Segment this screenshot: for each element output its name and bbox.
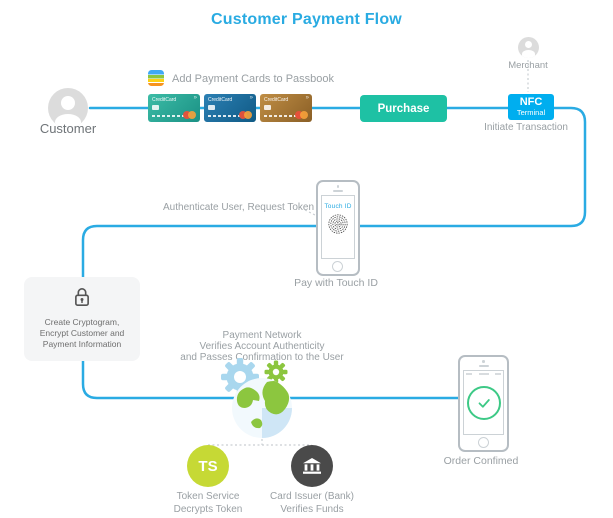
- credit-card-blue: CreditCard »: [204, 94, 256, 122]
- page-title: Customer Payment Flow: [211, 11, 402, 28]
- globe-icon: [232, 378, 292, 438]
- phone-home-button: [332, 260, 343, 272]
- mastercard-red-circle: [295, 111, 303, 119]
- lock-text-line1: Create Cryptogram,: [44, 317, 120, 327]
- card-brand-label: CreditCard: [208, 97, 233, 103]
- gear-small-icon: [264, 360, 288, 384]
- card-number-dots: [152, 114, 184, 117]
- terminal-label: Terminal: [516, 108, 546, 117]
- payment-network-globe-icon: [221, 358, 292, 438]
- lock-text-line3: Payment Information: [42, 339, 122, 349]
- bank-icon: [303, 458, 321, 474]
- order-confirmed-label: Order Confimed: [443, 455, 519, 467]
- card-issuer-line1: Card Issuer (Bank): [270, 491, 354, 502]
- merchant-label: Merchant: [508, 60, 548, 71]
- order-confirmed-phone: [458, 355, 509, 452]
- mastercard-orange-circle: [244, 111, 252, 119]
- card-number-dots: [208, 114, 240, 117]
- status-bar: [495, 373, 501, 375]
- contactless-icon: »: [193, 95, 197, 101]
- mastercard-orange-circle: [188, 111, 196, 119]
- token-service-line2: Decrypts Token: [173, 504, 243, 515]
- merchant-avatar-icon: [518, 37, 539, 58]
- customer-avatar-icon: [48, 88, 88, 128]
- phone-screen: [463, 370, 504, 435]
- token-service-label: Token Service Decrypts Token: [153, 490, 263, 516]
- avatar-head: [525, 41, 532, 48]
- passbook-label: Add Payment Cards to Passbook: [172, 73, 335, 85]
- main-flow-line: [81, 106, 587, 400]
- network-line3: and Passes Confirmation to the User: [180, 352, 344, 363]
- authenticate-label: Authenticate User, Request Token: [163, 202, 315, 213]
- card-brand-label: CreditCard: [152, 97, 177, 103]
- nfc-terminal-node: NFC Terminal: [508, 94, 554, 120]
- card-issuer-badge: [291, 445, 333, 487]
- avatar-head: [61, 96, 75, 110]
- checkmark-icon: [478, 399, 490, 408]
- card-brand-label: CreditCard: [264, 97, 289, 103]
- card-chip-icon: [208, 105, 215, 110]
- pay-with-touchid-label: Pay with Touch ID: [294, 277, 378, 289]
- credit-card-teal: CreditCard »: [148, 94, 200, 122]
- credit-card-gold: CreditCard »: [260, 94, 312, 122]
- fingerprint-icon: [328, 214, 348, 234]
- initiate-transaction-label: Initiate Transaction: [484, 122, 568, 133]
- avatar-shoulders: [522, 50, 535, 58]
- lock-icon: [75, 288, 89, 307]
- contactless-icon: »: [249, 95, 253, 101]
- mastercard-red-circle: [239, 111, 247, 119]
- lock-text-line2: Encrypt Customer and: [39, 328, 125, 338]
- touch-id-phone: Touch ID: [316, 180, 360, 276]
- network-line2: Verifies Account Authenticity: [199, 341, 325, 352]
- phone-screen: Touch ID: [321, 195, 355, 259]
- card-number-dots: [264, 114, 296, 117]
- status-bar: [478, 373, 489, 375]
- network-line1: Payment Network: [222, 330, 302, 341]
- card-issuer-line2: Verifies Funds: [280, 504, 344, 515]
- check-circle-icon: [466, 386, 501, 420]
- phone-speaker: [478, 364, 489, 367]
- cryptogram-box: Create Cryptogram, Encrypt Customer and …: [24, 277, 140, 361]
- touch-id-screen-label: Touch ID: [324, 203, 352, 210]
- card-chip-icon: [264, 105, 271, 110]
- phone-home-button: [477, 436, 489, 448]
- phone-camera-dot: [482, 360, 485, 363]
- card-chip-icon: [152, 105, 159, 110]
- nfc-label: NFC: [519, 96, 543, 108]
- contactless-icon: »: [305, 95, 309, 101]
- purchase-button: Purchase: [360, 95, 447, 122]
- token-service-line1: Token Service: [176, 491, 240, 502]
- payment-network-label: Payment Network Verifies Account Authent…: [132, 330, 392, 363]
- phone-camera-dot: [336, 185, 340, 188]
- mastercard-orange-circle: [300, 111, 308, 119]
- passbook-icon: [148, 70, 164, 86]
- token-service-badge: TS: [187, 445, 229, 487]
- status-bar: [466, 373, 472, 375]
- mastercard-red-circle: [183, 111, 191, 119]
- avatar-shoulders: [55, 114, 81, 128]
- phone-speaker: [333, 189, 343, 192]
- customer-label: Customer: [39, 121, 97, 136]
- card-issuer-label: Card Issuer (Bank) Verifies Funds: [257, 490, 367, 516]
